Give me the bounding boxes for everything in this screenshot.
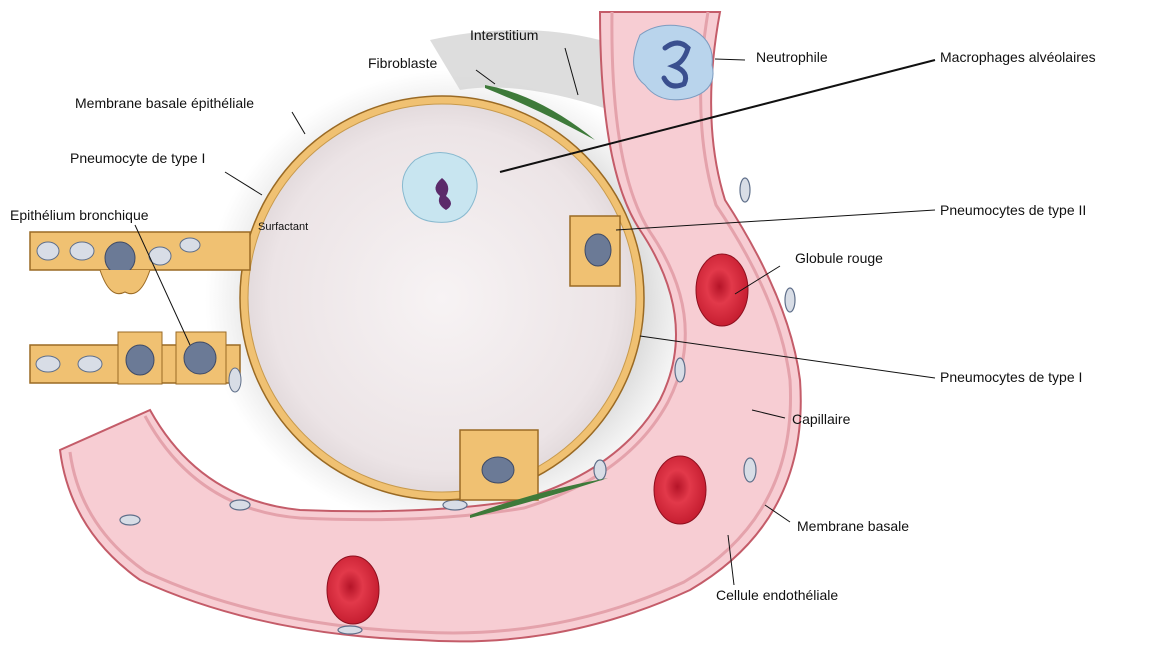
label-capillaire: Capillaire — [792, 411, 851, 427]
label-pneumocytes-type-i-right: Pneumocytes de type I — [940, 369, 1082, 385]
alveolar-macrophage — [402, 153, 477, 223]
label-pneumocyte-type-i-left: Pneumocyte de type I — [70, 150, 205, 166]
bronchial-epithelium-lower — [30, 332, 241, 392]
label-macrophages-alveolaires: Macrophages alvéolaires — [940, 49, 1096, 65]
label-membrane-basale: Membrane basale — [797, 518, 909, 534]
label-pneumocytes-type-ii: Pneumocytes de type II — [940, 202, 1086, 218]
label-globule-rouge: Globule rouge — [795, 250, 883, 266]
label-interstitium: Interstitium — [470, 27, 538, 43]
label-surfactant: Surfactant — [258, 221, 308, 233]
label-neutrophile: Neutrophile — [756, 49, 828, 65]
label-epithelium-bronchique: Epithélium bronchique — [10, 207, 149, 223]
label-cellule-endotheliale: Cellule endothéliale — [716, 587, 838, 603]
label-fibroblaste: Fibroblaste — [368, 55, 437, 71]
label-membrane-basale-epitheliale: Membrane basale épithéliale — [75, 95, 254, 111]
